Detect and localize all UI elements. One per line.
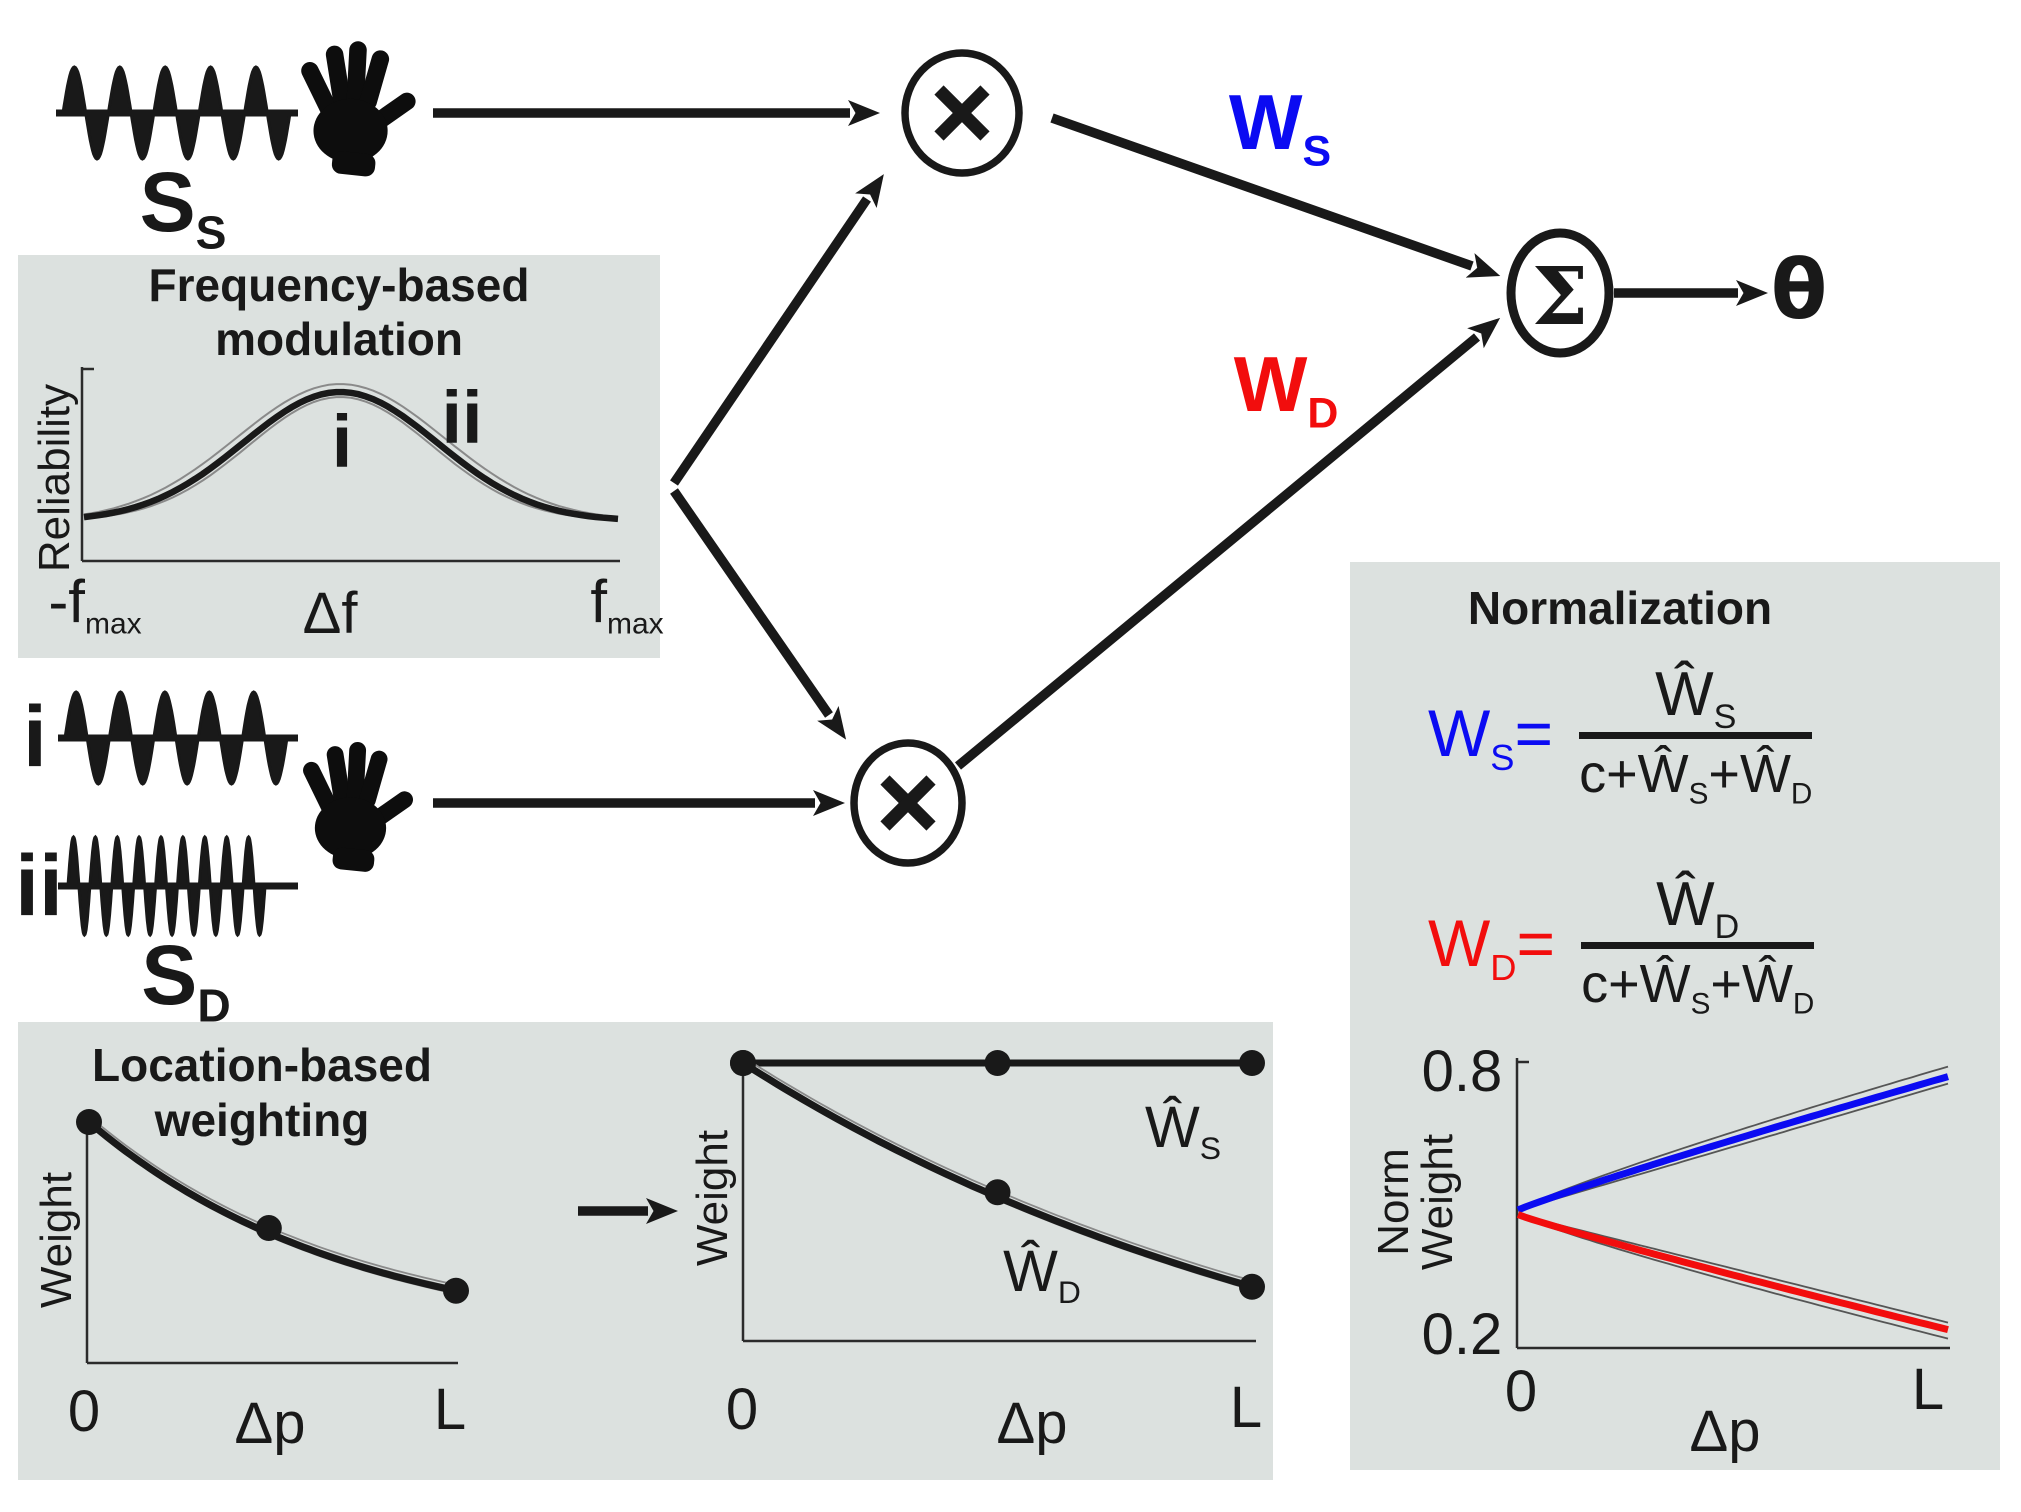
frequency-annotation-i: i [331, 400, 353, 483]
wave-ii [58, 834, 298, 938]
equation-ws: WS= ŴS c+ŴS+ŴD [1428, 660, 1813, 811]
multiply-icon-top [901, 49, 1023, 177]
sum-icon: Σ [1531, 249, 1589, 343]
norm-xtick-left: 0 [1504, 1359, 1538, 1424]
hand-icon [298, 40, 420, 178]
equation-ws-fraction-bar [1579, 732, 1813, 739]
weight-before-xtick-right: L [433, 1377, 467, 1442]
weight-after-ws-label: ŴS [1144, 1095, 1222, 1167]
weight-wd-label: WD [1233, 340, 1339, 438]
equation-wd-fraction: ŴD c+ŴS+ŴD [1581, 870, 1815, 1021]
equation-ws-numerator: ŴS [1655, 660, 1737, 736]
normalization-title: Normalization [1467, 582, 1773, 634]
weight-after-wd-label: ŴD [1003, 1239, 1081, 1311]
norm-ylabel: Norm Weight [1369, 1133, 1462, 1271]
equation-wd-lhs: WD= [1428, 905, 1556, 988]
weight-before-xlabel: Δp [234, 1391, 306, 1456]
stimulus-ss-label: SS [139, 155, 227, 259]
norm-ytick-bottom: 0.2 [1421, 1302, 1503, 1367]
frequency-ylabel: Reliability [30, 383, 79, 573]
arrow-freq-to-multiply-bottom [670, 488, 847, 740]
weight-after-ylabel: Weight [688, 1129, 737, 1267]
equation-wd-numerator: ŴD [1656, 870, 1740, 946]
frequency-annotation-ii: ii [441, 376, 483, 459]
weight-before-ylabel: Weight [32, 1171, 81, 1309]
norm-ytick-top: 0.8 [1421, 1039, 1503, 1104]
frequency-xlabel: Δf [302, 581, 358, 646]
trace-ii-label: ii [15, 838, 63, 934]
location-panel-title-line2: weighting [154, 1094, 370, 1146]
arrow-freq-to-multiply-top [670, 174, 884, 486]
weight-after-xtick-left: 0 [725, 1377, 759, 1442]
equation-ws-fraction: ŴS c+ŴS+ŴD [1579, 660, 1813, 811]
theta-output-label: θ [1770, 243, 1828, 338]
weight-after-xtick-right: L [1229, 1375, 1263, 1440]
hand-icon [300, 741, 417, 873]
equation-wd-fraction-bar [1581, 942, 1815, 949]
norm-xtick-right: L [1911, 1357, 1945, 1422]
weight-after-xlabel: Δp [996, 1391, 1068, 1456]
equation-ws-lhs: WS= [1428, 695, 1554, 778]
frequency-panel-title-line2: modulation [215, 313, 463, 365]
frequency-panel-title-line1: Frequency-based [148, 259, 530, 311]
equation-wd: WD= ŴD c+ŴS+ŴD [1428, 870, 1815, 1021]
wave-i [58, 690, 298, 786]
stimulus-sd-label: SD [141, 928, 231, 1032]
frequency-xtick-right: fmax [590, 568, 664, 641]
weight-ws-label: WS [1228, 78, 1332, 176]
wave-ss [56, 65, 298, 161]
frequency-xtick-left: -fmax [48, 568, 142, 641]
weight-before-xtick-left: 0 [67, 1379, 101, 1444]
equation-wd-denominator: c+ŴS+ŴD [1581, 954, 1815, 1021]
trace-i-label: i [23, 689, 47, 785]
norm-xlabel: Δp [1689, 1399, 1761, 1464]
multiply-icon-bottom [850, 739, 966, 867]
location-panel-title-line1: Location-based [92, 1039, 432, 1091]
equation-ws-denominator: c+ŴS+ŴD [1579, 744, 1813, 811]
